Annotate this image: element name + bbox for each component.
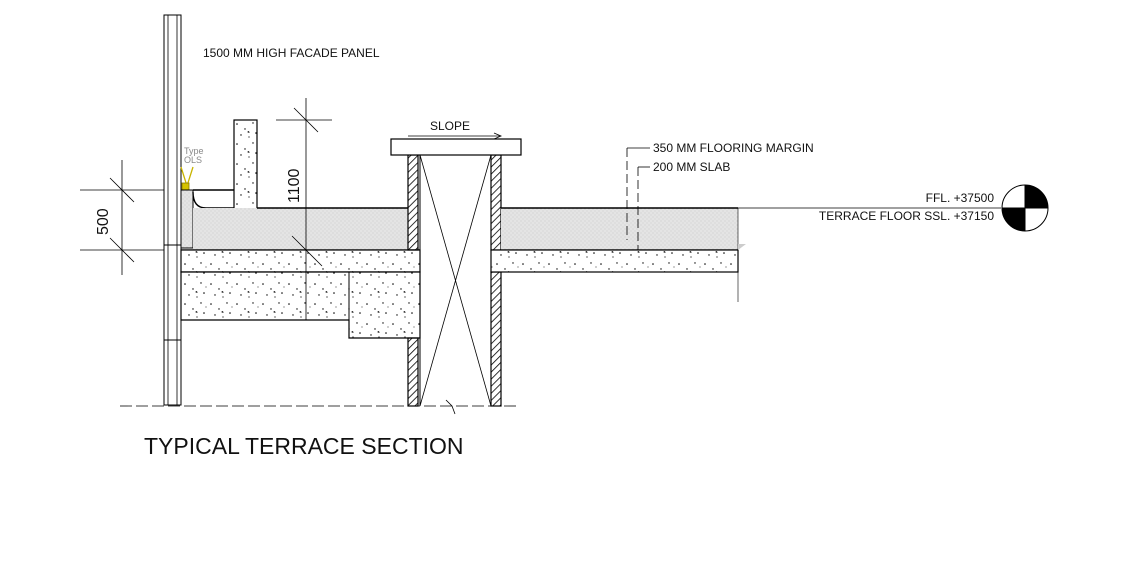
break-line (120, 399, 519, 415)
screed-right (501, 208, 738, 250)
slope-indicator: SLOPE (408, 119, 503, 140)
facade-mullion (163, 14, 182, 406)
screed-left (193, 208, 408, 250)
slope-label: SLOPE (430, 119, 470, 133)
margin-leaders (626, 147, 650, 250)
slab-right (490, 249, 739, 273)
dimension-1100: 1100 (276, 98, 332, 320)
tag-type-label: Type (184, 146, 204, 156)
dimension-1100-text: 1100 (286, 168, 303, 203)
ffl-level-label: FFL. +37500 (926, 191, 995, 205)
drawing-title: TYPICAL TERRACE SECTION (144, 433, 464, 459)
terrace-ssl-label: TERRACE FLOOR SSL. +37150 (819, 209, 994, 223)
tag-code: OLS (184, 155, 202, 165)
level-marker (1001, 184, 1049, 232)
beam-left (180, 271, 421, 339)
slab-left (180, 249, 421, 273)
dimension-500-text: 500 (95, 208, 112, 235)
coping (390, 138, 522, 156)
flooring-margin-label: 350 MM FLOORING MARGIN (653, 141, 814, 155)
slab-label: 200 MM SLAB (653, 160, 730, 174)
facade-panel-label: 1500 MM HIGH FACADE PANEL (203, 46, 380, 60)
facade-type-tag: Type OLS (180, 146, 204, 191)
opening-walls (407, 154, 502, 407)
dimension-500: 500 (80, 160, 164, 275)
